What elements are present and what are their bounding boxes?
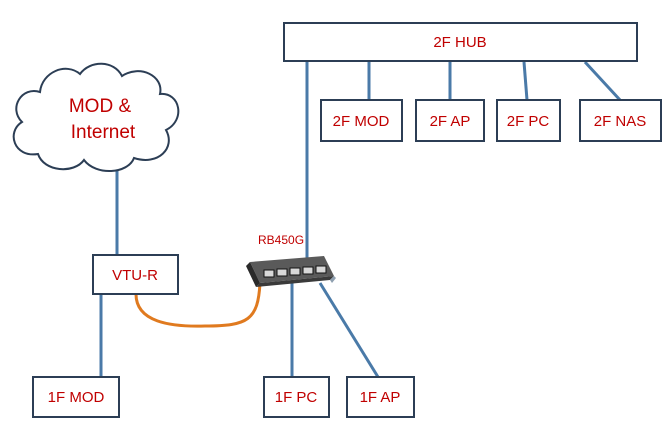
device-2f-mod-label: 2F MOD: [333, 113, 390, 130]
hub-2f-box: [283, 22, 638, 62]
device-1f-ap-label: 1F AP: [360, 389, 401, 406]
device-2f-nas-label: 2F NAS: [594, 113, 647, 130]
device-1f-pc-label: 1F PC: [275, 389, 318, 406]
cloud-icon: [12, 62, 180, 173]
device-vtu-r: VTU-R: [92, 254, 179, 295]
device-1f-mod: 1F MOD: [32, 376, 120, 418]
link-hub-2f-pc: [522, 61, 529, 101]
device-2f-ap: 2F AP: [415, 99, 485, 142]
router-ports: [263, 265, 327, 278]
link-router-1f-ap: [318, 282, 380, 378]
internet-cloud: MOD & Internet: [12, 62, 180, 173]
device-vtu-r-label: VTU-R: [112, 267, 158, 284]
device-1f-mod-label: 1F MOD: [48, 389, 105, 406]
cable-vtu-router: [134, 282, 262, 328]
device-2f-mod: 2F MOD: [320, 99, 403, 142]
device-2f-pc-label: 2F PC: [507, 113, 550, 130]
cloud-label-line1: MOD &: [69, 96, 132, 117]
device-1f-pc: 1F PC: [263, 376, 330, 418]
device-2f-nas: 2F NAS: [579, 99, 662, 142]
router-rb450g: RB450G: [246, 233, 336, 287]
device-1f-ap: 1F AP: [346, 376, 415, 418]
cloud-label-line2: Internet: [71, 122, 136, 143]
router-label: RB450G: [258, 233, 304, 247]
device-2f-ap-label: 2F AP: [430, 113, 471, 130]
device-2f-pc: 2F PC: [496, 99, 561, 142]
router-icon: [246, 256, 336, 287]
link-hub-2f-nas: [583, 60, 622, 102]
hub-2f: 2F HUB: [283, 22, 638, 62]
hub-2f-label: 2F HUB: [433, 34, 486, 51]
links: [99, 60, 622, 378]
